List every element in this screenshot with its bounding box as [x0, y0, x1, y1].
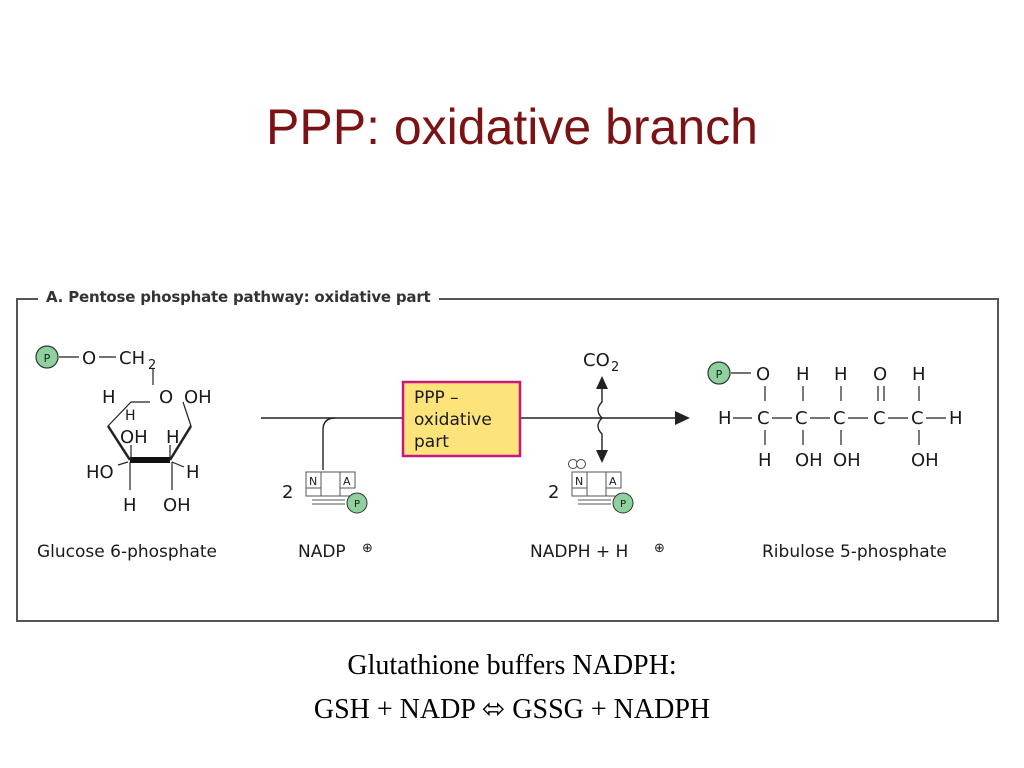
nadph-nucleotide-icon: N A P: [568, 459, 634, 514]
svg-text:OH: OH: [120, 427, 148, 448]
svg-text:OH: OH: [184, 387, 212, 408]
svg-text:P: P: [354, 499, 360, 510]
glucose-label: Glucose 6-phosphate: [37, 542, 217, 562]
svg-text:part: part: [414, 432, 449, 452]
svg-text:O: O: [82, 348, 96, 369]
svg-text:C: C: [795, 408, 808, 429]
figure-frame: [16, 298, 999, 622]
svg-text:H: H: [125, 408, 136, 424]
svg-text:⊕: ⊕: [362, 541, 373, 556]
svg-text:H: H: [796, 364, 810, 385]
svg-text:OH: OH: [795, 450, 823, 471]
nadph-output: 2 N A P NADPH + H ⊕: [530, 417, 665, 562]
figure-title: A. Pentose phosphate pathway: oxidative …: [38, 288, 439, 306]
caption-line-1: Glutathione buffers NADPH:: [347, 650, 677, 681]
svg-text:OH: OH: [911, 450, 939, 471]
svg-text:2: 2: [282, 482, 293, 503]
nadp-label: NADP: [298, 542, 346, 562]
svg-text:C: C: [833, 408, 846, 429]
svg-text:O: O: [756, 364, 770, 385]
svg-text:H: H: [718, 408, 732, 429]
svg-text:P: P: [44, 352, 51, 365]
nadp-input: 2 N A P NADP ⊕: [282, 417, 373, 562]
svg-text:HO: HO: [86, 462, 114, 483]
svg-text:N: N: [309, 475, 317, 488]
svg-text:PPP –: PPP –: [414, 388, 459, 408]
svg-text:C: C: [757, 408, 770, 429]
enzyme-box: PPP – oxidative part: [401, 380, 522, 458]
svg-text:H: H: [758, 450, 772, 471]
svg-text:2: 2: [611, 360, 619, 375]
svg-text:N: N: [575, 475, 583, 488]
svg-text:oxidative: oxidative: [414, 410, 492, 430]
svg-text:H: H: [123, 495, 137, 516]
svg-text:2: 2: [548, 482, 559, 503]
svg-text:CH: CH: [119, 348, 145, 369]
svg-text:A: A: [343, 475, 351, 488]
svg-text:H: H: [102, 387, 116, 408]
svg-text:H: H: [166, 427, 180, 448]
svg-text:H: H: [834, 364, 848, 385]
ribulose-5-phosphate-structure: P O H H O H H C C C C C H H OH: [707, 361, 963, 471]
nadph-label: NADPH + H: [530, 542, 628, 562]
svg-text:H: H: [949, 408, 963, 429]
svg-text:OH: OH: [833, 450, 861, 471]
svg-text:CO: CO: [583, 350, 610, 371]
svg-text:O: O: [159, 387, 173, 408]
svg-text:OH: OH: [163, 495, 191, 516]
svg-text:⊕: ⊕: [654, 541, 665, 556]
nadp-nucleotide-icon: N A P: [305, 471, 368, 514]
svg-text:P: P: [716, 368, 723, 381]
svg-text:C: C: [911, 408, 924, 429]
co2-output: CO 2: [583, 350, 619, 419]
glucose-6-phosphate-structure: P O CH 2 H O OH H OH H HO H H OH: [35, 345, 212, 516]
caption-line-2: GSH + NADP ⬄ GSSG + NADPH: [313, 694, 711, 725]
slide-title: PPP: oxidative branch: [266, 99, 758, 155]
ribulose-label: Ribulose 5-phosphate: [762, 542, 947, 562]
svg-text:2: 2: [148, 358, 156, 373]
svg-text:H: H: [186, 462, 200, 483]
svg-text:P: P: [620, 499, 626, 510]
svg-text:A: A: [609, 475, 617, 488]
svg-text:O: O: [873, 364, 887, 385]
svg-text:C: C: [873, 408, 886, 429]
svg-text:H: H: [912, 364, 926, 385]
